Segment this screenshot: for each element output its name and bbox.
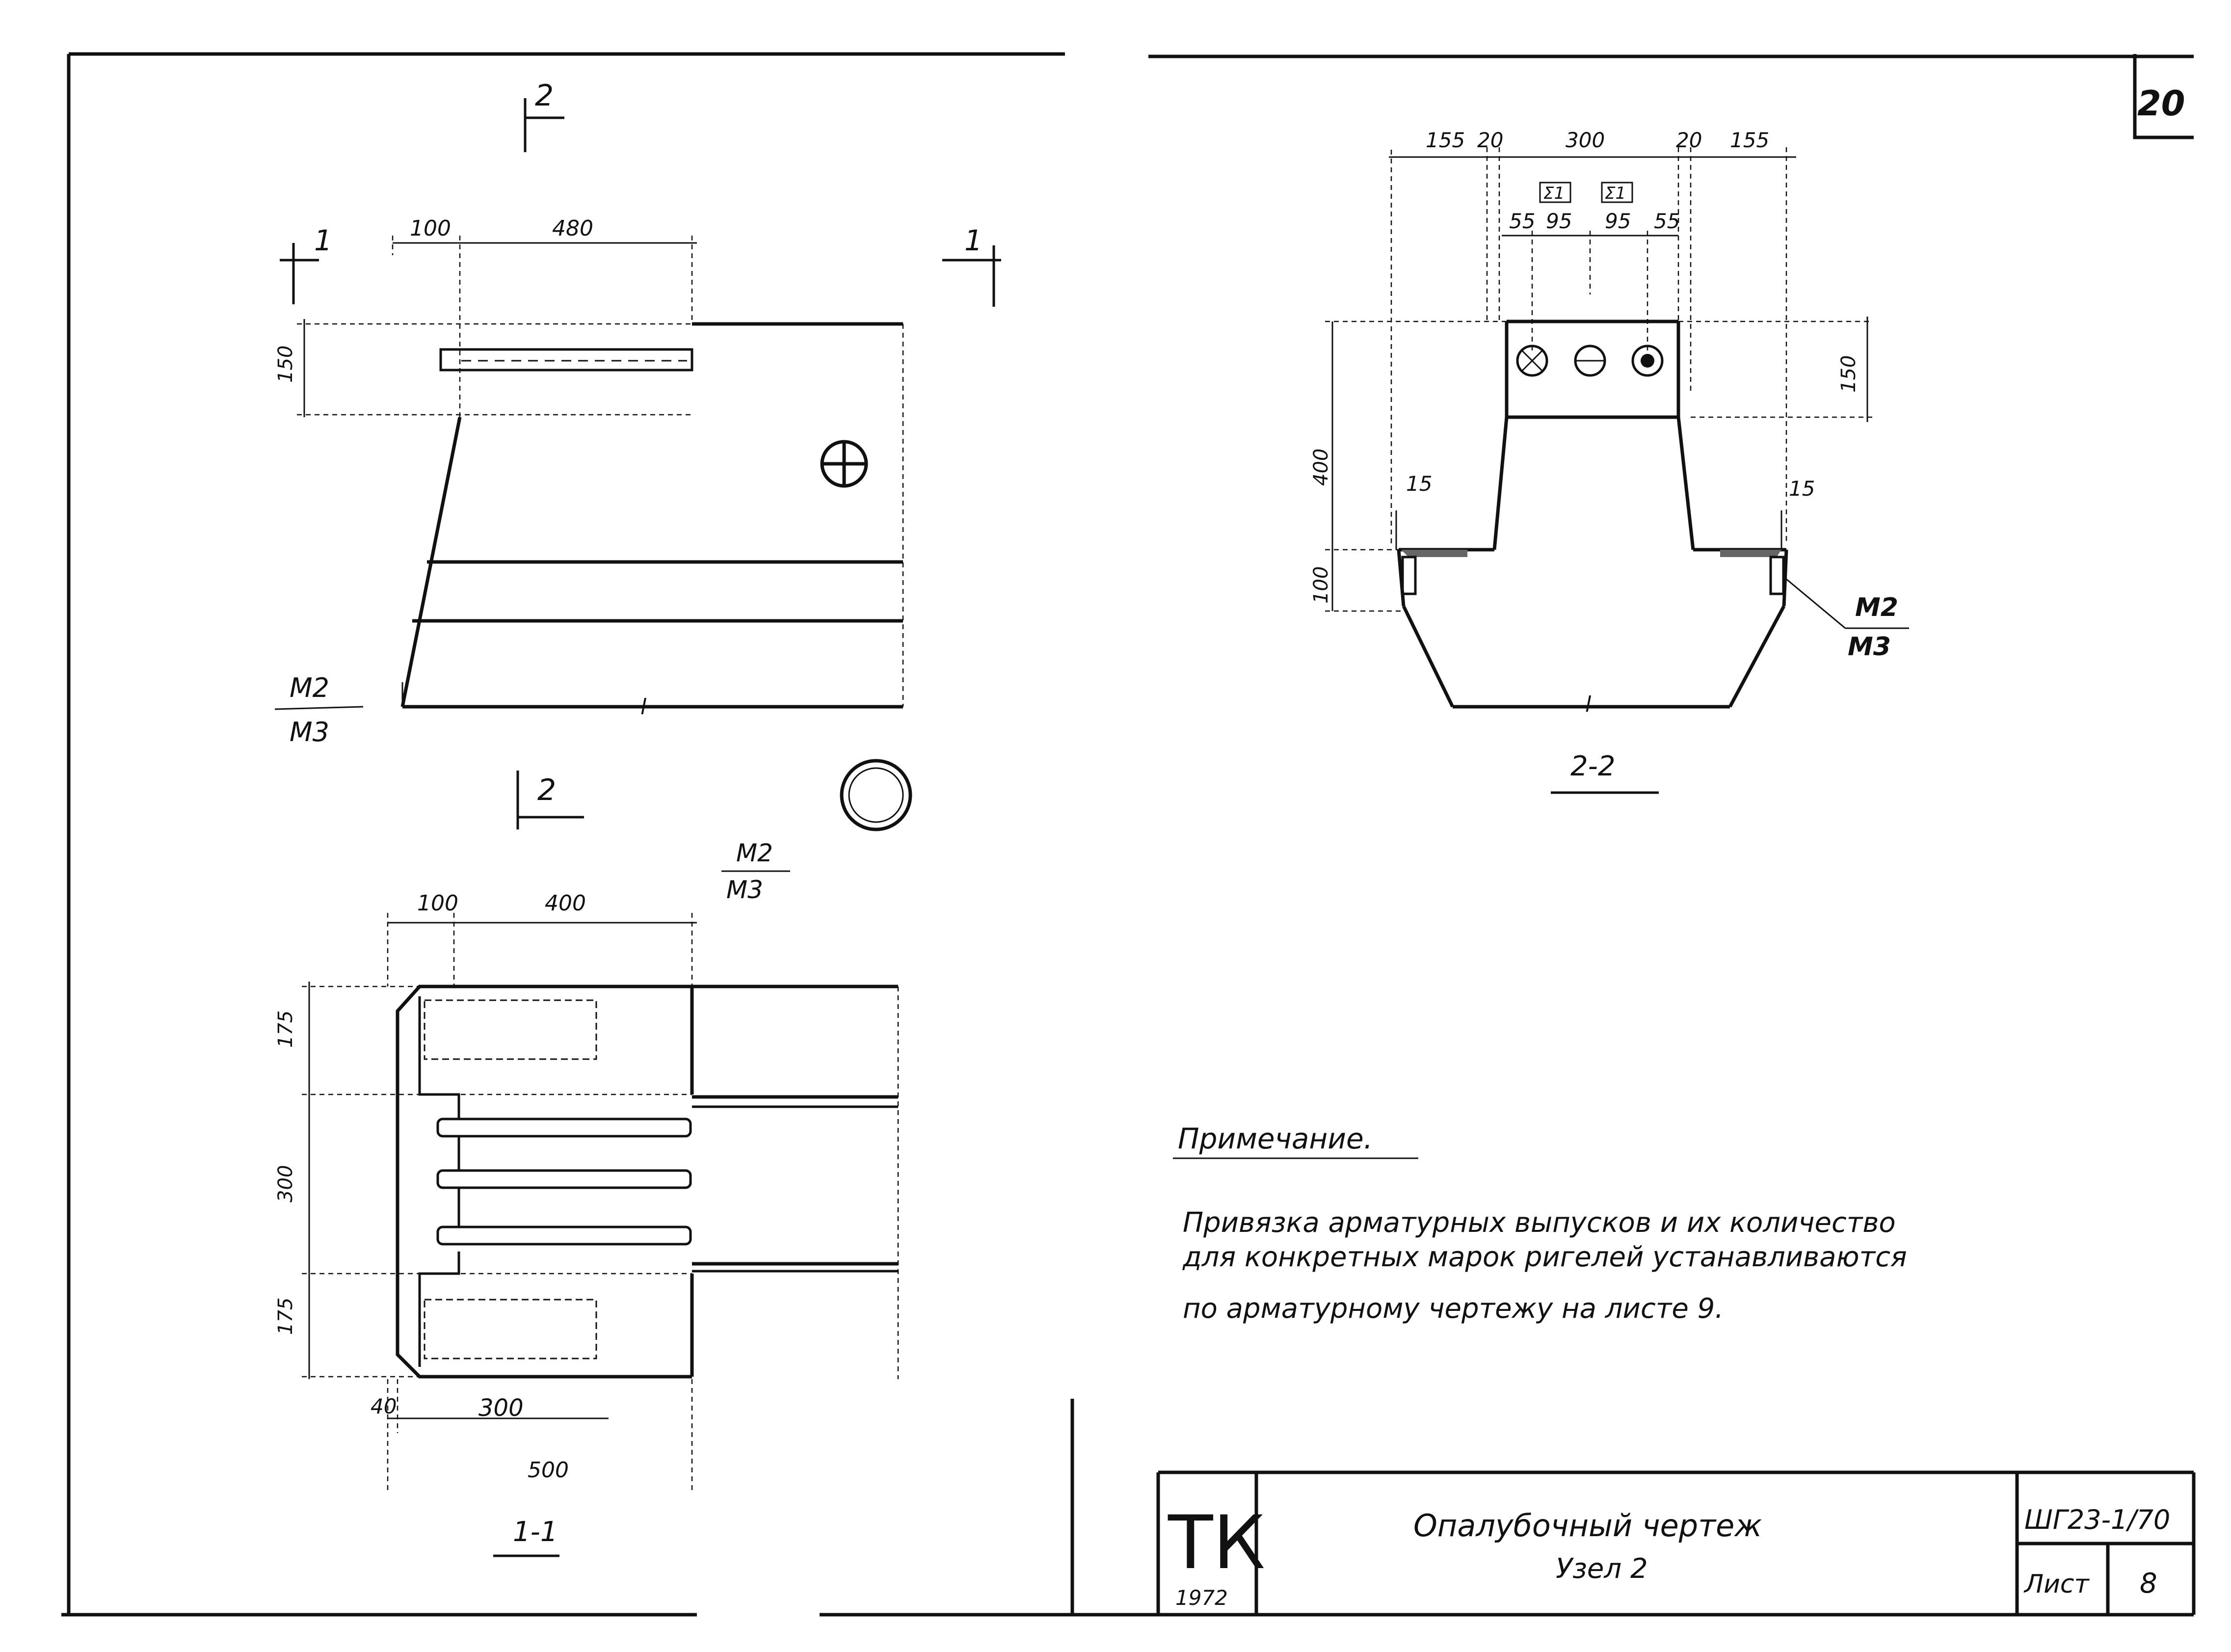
title-block-sheet-value: 8 <box>2140 1568 2157 1599</box>
view-title-1-1: 1-1 <box>513 1516 558 1548</box>
dim-55-right: 55 <box>1654 209 1680 233</box>
mark-2: Σ1 <box>1605 184 1626 203</box>
dim-150-2-2: 150 <box>1837 355 1860 393</box>
dim-plan-175-top: 175 <box>274 1011 297 1048</box>
span-label-elev: l <box>640 694 647 719</box>
grade-m2-2-2: M2 <box>1855 593 1898 622</box>
note-line-3: по арматурному чертежу на листе 9. <box>1183 1293 1724 1325</box>
dim-plan-175-bottom: 175 <box>274 1298 297 1335</box>
title-block-year: 1972 <box>1175 1586 1228 1610</box>
title-block <box>1156 1470 2196 1615</box>
dim-plan-40: 40 <box>371 1394 397 1418</box>
dim-20-left: 20 <box>1477 128 1503 152</box>
title-block-title: Опалубочный чертеж <box>1413 1508 1762 1544</box>
dim-300: 300 <box>1566 128 1605 152</box>
title-block-logo: ТК <box>1168 1500 1265 1586</box>
dim-plan-300-bottom: 300 <box>478 1394 524 1422</box>
grade-m3-elev: M3 <box>290 717 329 747</box>
dim-plan-300: 300 <box>274 1165 297 1202</box>
dim-155-left: 155 <box>1426 128 1465 152</box>
dim-95-right: 95 <box>1605 209 1631 233</box>
dim-400: 400 <box>1310 449 1332 486</box>
view-title-2-2: 2-2 <box>1570 750 1615 782</box>
grade-m3-2-2: M3 <box>1848 632 1891 662</box>
title-block-code: ШГ23-1/70 <box>2024 1504 2170 1535</box>
mark-1: Σ1 <box>1543 184 1565 203</box>
title-block-sheet-label: Лист <box>2023 1570 2090 1599</box>
section-mark-1-right: 1 <box>964 224 983 257</box>
note-line-1: Привязка арматурных выпусков и их количе… <box>1183 1207 1896 1239</box>
dim-150-side: 150 <box>274 346 297 383</box>
grade-m2-elev: M2 <box>290 672 329 703</box>
dim-480: 480 <box>552 216 593 241</box>
dim-20-right: 20 <box>1676 128 1702 152</box>
title-block-subtitle: Узел 2 <box>1556 1553 1648 1585</box>
dim-plan-500: 500 <box>528 1458 569 1483</box>
dim-15-left: 15 <box>1406 472 1432 496</box>
view-section-2-2: 155 20 300 20 155 Σ1 Σ1 55 95 95 55 400 … <box>1310 128 1909 794</box>
section-mark-1-left: 1 <box>314 224 332 257</box>
dim-15-right: 15 <box>1789 477 1815 501</box>
view-elevation: 2 1 1 100 480 150 l M2 <box>274 79 1001 831</box>
sheet-number: 20 <box>2137 83 2185 124</box>
dim-95-left: 95 <box>1546 209 1572 233</box>
span-label-2-2: l <box>1585 692 1592 717</box>
dim-55-left: 55 <box>1509 209 1535 233</box>
section-mark-2-top: 2 <box>535 79 554 113</box>
grade-m2-plan: M2 <box>736 839 773 867</box>
dim-plan-100: 100 <box>417 891 458 916</box>
dim-100: 100 <box>410 216 451 241</box>
dim-155-right: 155 <box>1730 128 1769 152</box>
grade-m3-plan: M3 <box>726 876 763 904</box>
note-line-2: для конкретных марок ригелей устанавлива… <box>1182 1241 1907 1273</box>
dim-100: 100 <box>1310 566 1332 604</box>
dim-plan-400: 400 <box>545 891 586 916</box>
view-plan: 2 M2 M3 100 400 175 300 175 <box>274 771 899 1557</box>
sheet-frame <box>61 52 2194 1617</box>
section-mark-2-plan: 2 <box>537 773 556 807</box>
note-block: Примечание. Привязка арматурных выпусков… <box>1173 1122 1907 1325</box>
note-heading: Примечание. <box>1178 1122 1373 1155</box>
